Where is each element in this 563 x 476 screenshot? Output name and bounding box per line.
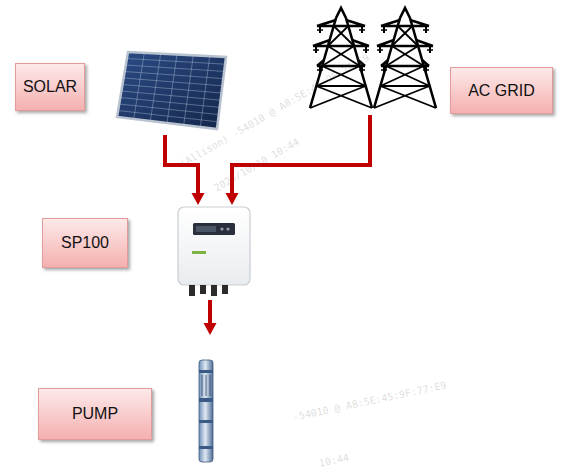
watermark-text: 10:44: [318, 452, 350, 469]
solar-panel: [117, 52, 226, 129]
component-group: SP100: [42, 205, 250, 300]
power-flow-arrow: [204, 300, 217, 335]
power-flow-arrow: [165, 135, 205, 205]
inverter-unit: [178, 207, 250, 296]
label-box: SOLAR: [15, 63, 85, 111]
watermark-text: -54010 @ A8:5E:45:9F:77:E9: [292, 379, 447, 422]
arrow-head: [226, 193, 239, 205]
label-box: AC GRID: [450, 67, 553, 114]
component-name: SOLAR: [23, 78, 77, 96]
label-box: SP100: [42, 218, 128, 268]
pump-illustration: [199, 360, 213, 462]
arrow-head: [192, 193, 205, 205]
arrow-head: [204, 323, 217, 335]
component-name: PUMP: [72, 405, 118, 423]
transmission-towers: [310, 8, 436, 108]
component-group: SOLAR: [15, 52, 225, 135]
component-group: PUMP: [38, 335, 215, 462]
component-name: AC GRID: [468, 82, 535, 100]
component-name: SP100: [61, 234, 109, 252]
label-box: PUMP: [38, 388, 152, 440]
connector-line: [208, 300, 212, 325]
component-group: AC GRID: [305, 10, 553, 115]
